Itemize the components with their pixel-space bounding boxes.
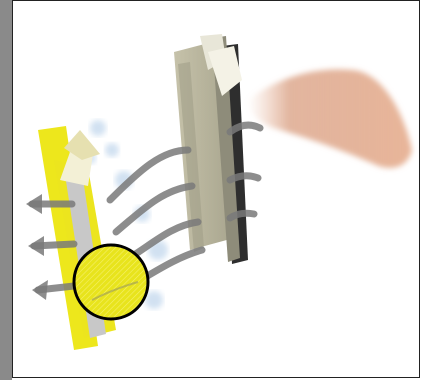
hand xyxy=(248,69,412,168)
fabric-illustration xyxy=(12,0,420,378)
left-frame-bar xyxy=(0,0,12,380)
magnifier-circle xyxy=(74,245,148,319)
